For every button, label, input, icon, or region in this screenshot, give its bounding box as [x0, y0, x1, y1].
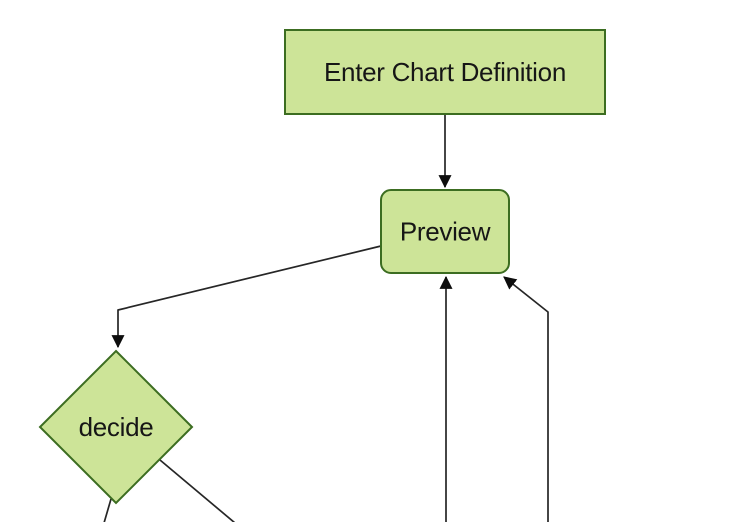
edge-from-bottom-right-to-preview	[503, 276, 549, 522]
edge-decide-to-bottom-right	[159, 459, 236, 522]
node-preview-label: Preview	[400, 217, 491, 247]
edges-layer	[103, 114, 549, 522]
edge-decide-to-bottom-left	[103, 498, 112, 522]
node-preview-shape	[380, 189, 510, 274]
node-enter-chart-definition-label: Enter Chart Definition	[324, 57, 566, 87]
node-enter-chart-definition-shape	[284, 29, 606, 115]
edge-preview-to-decide	[111, 245, 382, 349]
node-decide-shape	[38, 349, 194, 505]
node-decide-label: decide	[79, 412, 154, 442]
